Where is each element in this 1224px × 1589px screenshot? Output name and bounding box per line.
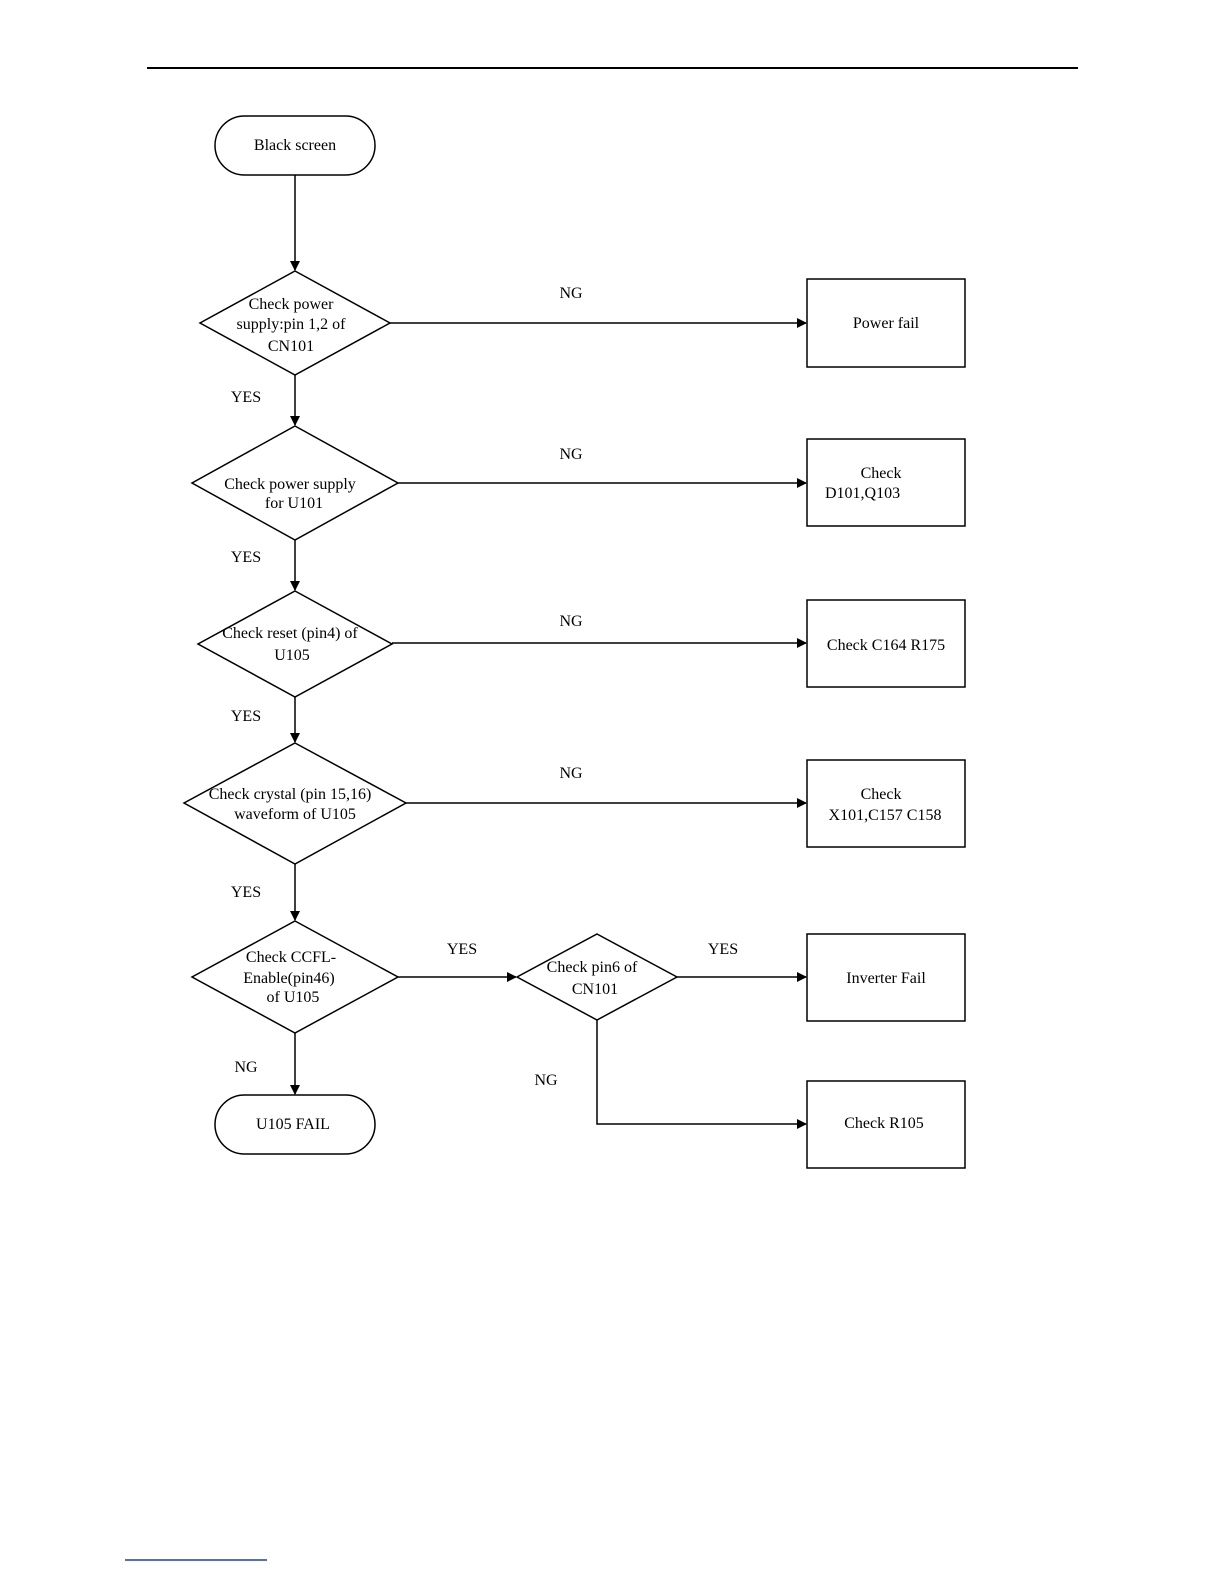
- edge-label-ng-3: NG: [559, 613, 583, 630]
- edge-label-ng-6: NG: [534, 1072, 558, 1089]
- edge-label-ng-2: NG: [559, 446, 583, 463]
- result-2-line-1: Check: [861, 465, 902, 482]
- decision-4-line-1: Check crystal (pin 15,16): [209, 786, 372, 803]
- result-4-line-2: X101,C157 C158: [829, 807, 942, 824]
- decision-3-line-2: U105: [274, 647, 310, 664]
- connectors: [290, 175, 807, 1129]
- edge-labels: NG NG NG NG NG NG YES YES YES YES YES YE…: [231, 285, 738, 1089]
- start-terminal: Black screen: [214, 115, 376, 176]
- result-5: Inverter Fail: [806, 933, 966, 1022]
- result-6-line-1: Check R105: [844, 1115, 924, 1132]
- decision-3-line-1: Check reset (pin4) of: [222, 625, 358, 642]
- svg-text:Check D101,Q103: Check D101,Q103: [825, 465, 905, 502]
- decision-2-line-1: Check power supply: [224, 476, 356, 493]
- edge-label-yes-5: YES: [447, 941, 477, 958]
- result-1-line-1: Power fail: [853, 315, 920, 332]
- svg-text:Check X101,C157 C158: Check X101,C157 C158: [829, 786, 942, 824]
- svg-text:Check power supply for: Check power supply for U101: [224, 476, 360, 512]
- result-3: Check C164 R175: [806, 599, 966, 688]
- arrow-d6-to-r6: [596, 1020, 807, 1129]
- result-5-line-1: Inverter Fail: [846, 970, 926, 987]
- result-2: Check D101,Q103: [806, 438, 966, 527]
- svg-text:Check pin6 of CN101: Check pin6 of CN101: [547, 959, 642, 998]
- edge-label-ng-5: NG: [234, 1059, 258, 1076]
- svg-text:Check power supply:pin 1: Check power supply:pin 1,2 of CN101: [237, 296, 350, 355]
- decision-6: Check pin6 of CN101: [515, 933, 679, 1021]
- result-3-line-1: Check C164 R175: [827, 637, 945, 654]
- svg-text:Check crystal (pin 15,16): Check crystal (pin 15,16) waveform of U1…: [209, 786, 376, 823]
- decision-1-line-1: Check power: [249, 296, 335, 313]
- end-label: U105 FAIL: [256, 1116, 330, 1133]
- decision-5-line-3: of U105: [267, 989, 320, 1006]
- edge-label-ng-1: NG: [559, 285, 583, 302]
- edge-label-yes-2: YES: [231, 549, 261, 566]
- decision-6-line-1: Check pin6 of: [547, 959, 638, 976]
- decision-5-line-2: Enable(pin46): [243, 970, 335, 987]
- svg-text:Check reset (pin4) of U1: Check reset (pin4) of U105: [222, 625, 362, 664]
- end-terminal: U105 FAIL: [214, 1094, 376, 1155]
- decision-3: Check reset (pin4) of U105: [196, 590, 394, 698]
- result-2-line-2: D101,Q103: [825, 485, 900, 502]
- edge-label-yes-4: YES: [231, 884, 261, 901]
- decision-1-line-2: supply:pin 1,2 of: [237, 316, 347, 333]
- edge-label-yes-1: YES: [231, 389, 261, 406]
- result-4-line-1: Check: [861, 786, 902, 803]
- edge-label-ng-4: NG: [559, 765, 583, 782]
- decision-1: Check power supply:pin 1,2 of CN101: [198, 270, 392, 376]
- decision-4: Check crystal (pin 15,16) waveform of U1…: [182, 742, 408, 865]
- decision-2-line-2: for U101: [265, 495, 323, 512]
- result-4: Check X101,C157 C158: [806, 759, 966, 848]
- decision-5: Check CCFL- Enable(pin46) of U105: [190, 920, 400, 1034]
- start-label: Black screen: [254, 137, 336, 154]
- decision-6-line-2: CN101: [572, 981, 618, 998]
- result-6: Check R105: [806, 1080, 966, 1169]
- result-1: Power fail: [806, 278, 966, 368]
- decision-2: Check power supply for U101: [190, 425, 400, 541]
- svg-text:Check CCFL- Enable(pin46: Check CCFL- Enable(pin46) of U105: [243, 949, 340, 1006]
- decision-4-line-2: waveform of U105: [234, 806, 356, 823]
- edge-label-yes-3: YES: [231, 708, 261, 725]
- decision-1-line-3: CN101: [268, 338, 314, 355]
- edge-label-yes-6: YES: [708, 941, 738, 958]
- decision-5-line-1: Check CCFL-: [246, 949, 336, 966]
